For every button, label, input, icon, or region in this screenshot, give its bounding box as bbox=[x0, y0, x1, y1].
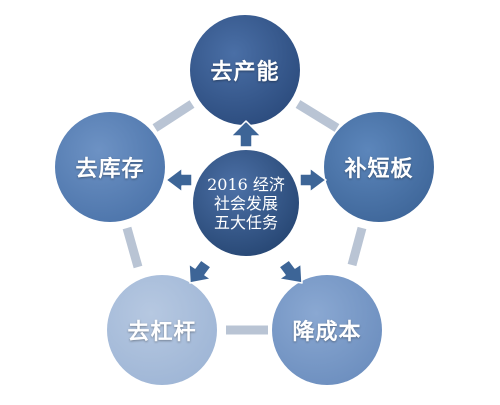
center-circle bbox=[193, 150, 299, 256]
arrow-down-left-icon bbox=[188, 259, 212, 284]
node-circle-right bbox=[324, 112, 434, 222]
connector-right-bottom bbox=[347, 226, 367, 267]
node-circle-bottom-right bbox=[272, 275, 382, 385]
node-circle-bottom-left bbox=[107, 275, 217, 385]
arrow-up-icon bbox=[230, 120, 262, 148]
connector-left-top bbox=[152, 100, 195, 132]
node-circle-top bbox=[190, 15, 300, 125]
connector-top-right bbox=[295, 100, 340, 132]
connector-left-bottomleft bbox=[122, 226, 143, 269]
arrow-down-right-icon bbox=[278, 259, 303, 284]
node-circle-left bbox=[55, 112, 165, 222]
arrow-left-icon bbox=[165, 167, 193, 193]
arrow-right-icon bbox=[299, 167, 327, 193]
